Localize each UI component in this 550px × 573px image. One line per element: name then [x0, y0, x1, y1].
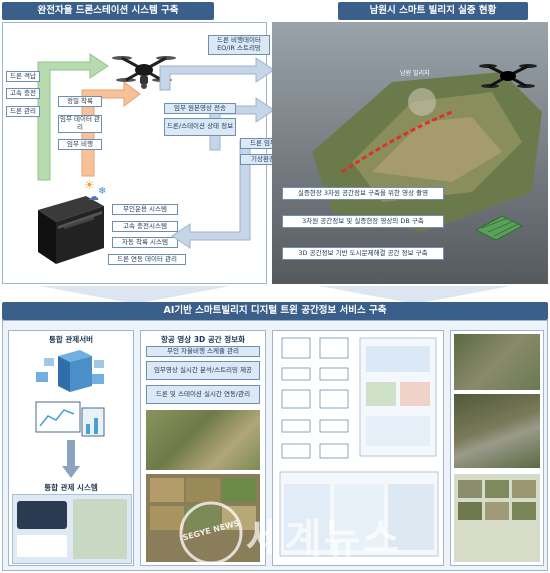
- mission-item-1: 임무 원본영상 전송: [164, 103, 236, 114]
- col2-title: 항공 영상 3D 공간 정보화: [161, 335, 245, 344]
- satellite-photo-2: [454, 394, 540, 468]
- col2-item-1: 무인 자율비행 스케쥴 관리: [146, 346, 260, 357]
- col1-subtitle: 통합 관제 시스템: [44, 483, 98, 492]
- stream-label: 드론 비행데이터 EO/IR 스트리밍: [208, 35, 270, 55]
- orange-item-3: 임무 비행: [58, 139, 102, 150]
- orange-item-1: 정밀 착륙: [58, 96, 102, 107]
- watermark-text: 세계뉴스: [246, 516, 402, 562]
- station-item-3: 자동 착륙 시스템: [112, 237, 178, 248]
- orange-item-2: 임무 데이터 관리: [58, 115, 102, 133]
- green-item-1: 드론 격납: [6, 71, 40, 82]
- right-top-title: 남원시 스마트 빌리지 실증 현황: [338, 2, 528, 20]
- green-item-3: 드론 관리: [6, 106, 40, 117]
- thumbnail-grid: [454, 474, 540, 562]
- drone-station-icon: [38, 196, 104, 264]
- aerial-photo: [146, 410, 260, 470]
- col2-item-2: 임무영상 실시간 분석/스트리밍 제공: [146, 361, 260, 380]
- workflow-diagram: [279, 337, 439, 557]
- left-top-title: 완전자율 드론스테이션 시스템 구축: [2, 2, 214, 20]
- map-label: 남원 빌리지: [400, 70, 430, 77]
- mission-item-2: 드론/스테이션 상태 정보: [164, 118, 236, 136]
- grid-field-icon: [474, 215, 524, 241]
- satellite-photo-1: [454, 334, 540, 390]
- dashboard-icon: [35, 401, 105, 437]
- col2-item-3: 드론 및 스테이션 실시간 연동/관리: [146, 385, 260, 404]
- green-item-2: 고속 충전: [6, 88, 40, 99]
- cloud-icon: ☁: [88, 190, 99, 203]
- right-item-3: 3D 공간정보 기반 도시문제해결 공간 정보 구축: [282, 247, 444, 260]
- bottom-title: AI기반 스마트빌리지 디지털 트윈 공간정보 서비스 구축: [2, 302, 548, 320]
- station-item-2: 고속 충전시스템: [112, 221, 178, 232]
- watermark-logo: [179, 501, 243, 565]
- station-item-4: 드론 연동 데이터 관리: [108, 254, 186, 265]
- col1-title: 통합 관제서버: [48, 335, 93, 344]
- detection-photos: [146, 474, 260, 562]
- server-icon: [36, 350, 104, 392]
- control-system-screenshot: [12, 494, 132, 564]
- drone-right-icon: [479, 64, 537, 88]
- down-arrow-icon: [62, 440, 80, 478]
- weather-icon: ☀: [84, 178, 95, 192]
- station-item-1: 무인운용 시스템: [112, 204, 178, 215]
- snow-icon: ❄: [98, 186, 107, 197]
- down-arrows: [40, 286, 510, 304]
- right-item-2: 3차원 공간정보 및 실증현장 영상의 DB 구축: [282, 215, 444, 228]
- green-arrow: [37, 53, 109, 181]
- right-item-1: 실증현장 3차원 공간정보 구축을 위한 영상 촬영: [282, 187, 444, 200]
